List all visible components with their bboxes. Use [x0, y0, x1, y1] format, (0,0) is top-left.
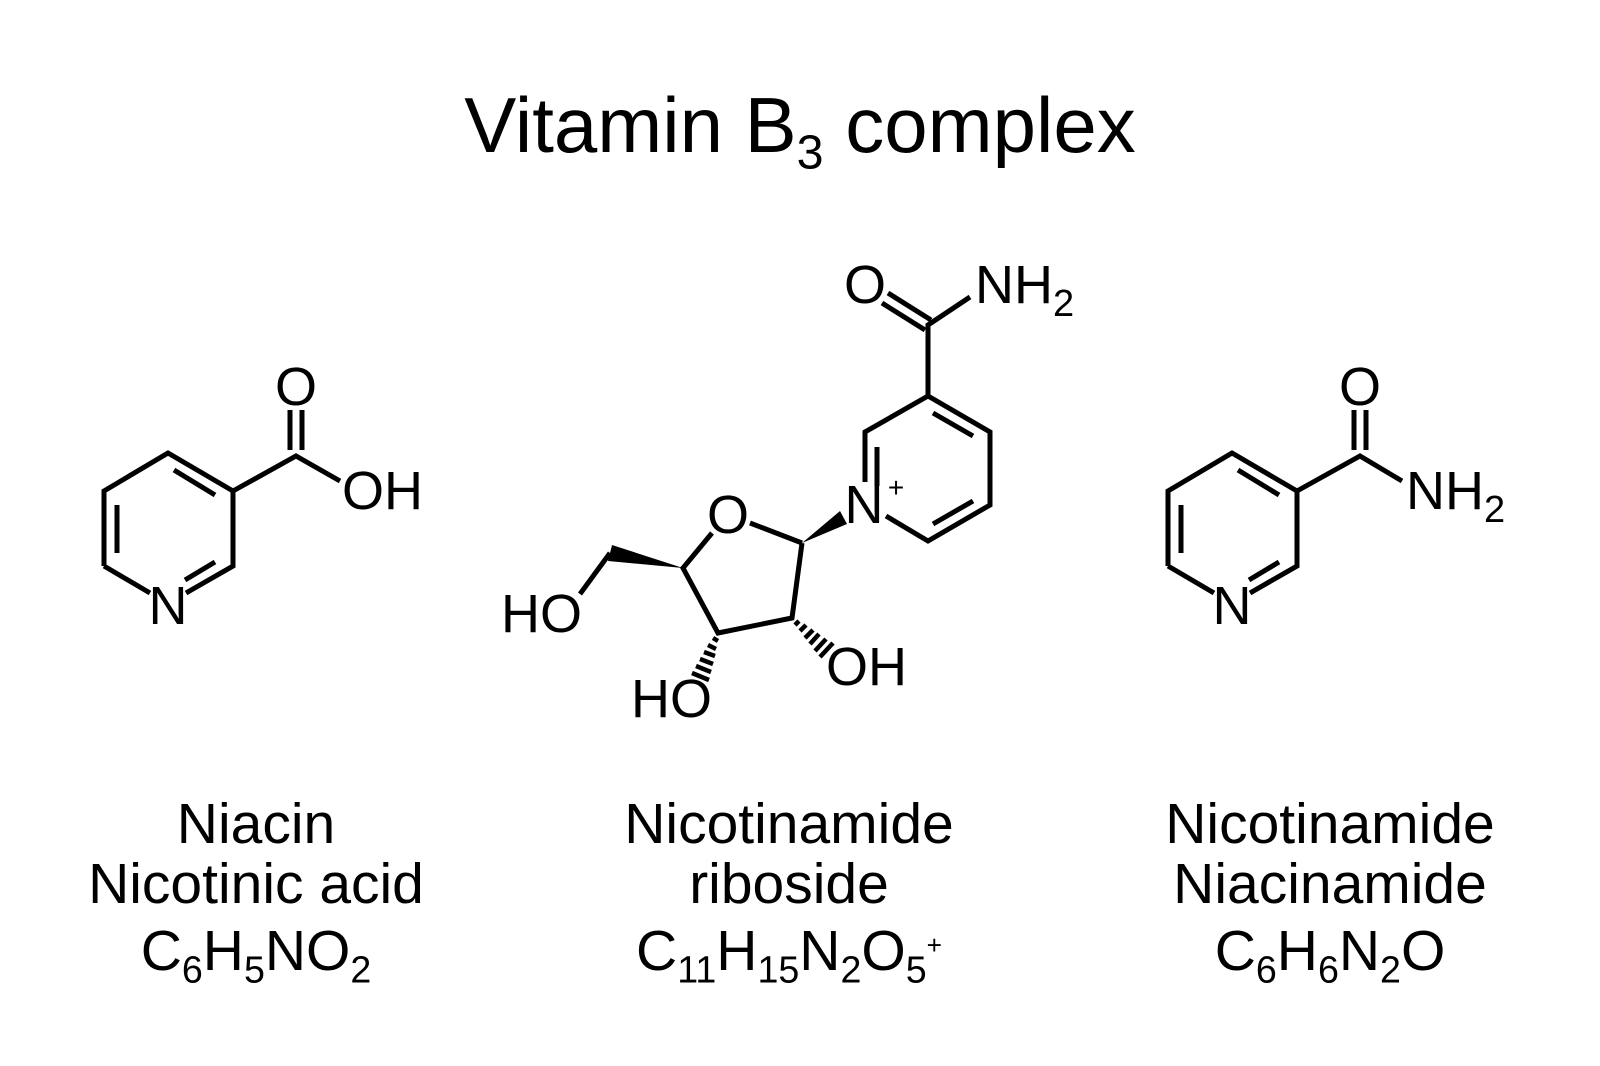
nicotinamide-name-line-2: Niacinamide [1173, 852, 1487, 916]
page-title: Vitamin B3 complex [464, 81, 1136, 180]
hash-mark [695, 663, 712, 675]
nr-ring-n-label: N [845, 475, 884, 535]
molecule-nicotinamide-atom-labels: N O NH2 [1213, 357, 1506, 636]
hash-mark [699, 656, 714, 667]
nr-c2-oh-hash-wedge [793, 619, 835, 659]
nr-c1-n-bold-wedge [802, 511, 847, 543]
hash-mark [798, 623, 808, 633]
nicotinamide-amide-nh2-label: NH2 [1406, 461, 1505, 531]
niacin-name-line-2: Nicotinic acid [88, 852, 424, 916]
molecule-niacin-atom-labels: N O OH [149, 357, 424, 636]
hash-mark [703, 649, 716, 659]
nr-carbonyl-o-label: O [844, 255, 886, 315]
hash-mark [803, 628, 815, 640]
hash-mark [808, 632, 821, 646]
nicotinamide-ring-n-label: N [1213, 576, 1252, 636]
hash-mark [793, 619, 801, 627]
nicotinamide-riboside-name-line-1: Nicotinamide [624, 792, 954, 856]
hash-mark [813, 637, 828, 653]
niacin-ring-double-bond-lines [114, 467, 217, 583]
nr-ribose-ring-bonds [680, 520, 805, 636]
hash-mark [691, 670, 710, 683]
nr-wedge-bonds [608, 511, 847, 568]
nr-ring-double-bond-lines [874, 410, 975, 527]
niacin-ring-n-label: N [149, 576, 188, 636]
niacin-caption: Niacin Nicotinic acid C6H5NO2 [26, 792, 486, 991]
nr-amide-nh2-label: NH2 [975, 255, 1074, 325]
molecule-nicotinamide-structure [1165, 410, 1404, 596]
hash-mark [711, 636, 720, 643]
nicotinamide-formula: C6H6N2O [1214, 919, 1446, 991]
niacin-carboxyl-bonds [231, 410, 342, 494]
nicotinamide-pyridine-ring-bonds [1165, 450, 1300, 596]
nr-amide-bonds [880, 290, 972, 396]
nr-pyridinium-ring-bonds [862, 393, 993, 544]
nr-c2-oh-label: OH [826, 637, 907, 697]
nicotinamide-riboside-caption: Nicotinamide riboside C11H15N2O5+ [559, 792, 1019, 991]
nr-c4-c5-bold-wedge [608, 545, 683, 568]
nicotinamide-ring-double-bond-lines [1178, 467, 1281, 583]
niacin-pyridine-ring-bonds [101, 450, 236, 596]
nr-c5-ho-label: HO [501, 584, 582, 644]
nr-ribose-ring-o-label: O [707, 485, 749, 545]
nr-c3-ho-hash-wedge [691, 636, 720, 683]
niacin-carbonyl-o-label: O [275, 357, 317, 417]
niacin-formula: C6H5NO2 [140, 919, 372, 991]
nicotinamide-amide-bonds [1295, 410, 1404, 494]
nicotinamide-caption: Nicotinamide Niacinamide C6H6N2O [1100, 792, 1560, 991]
nicotinamide-riboside-name-line-2: riboside [689, 852, 889, 916]
molecule-nicotinamide-riboside-structure [577, 290, 993, 636]
hash-mark [706, 642, 718, 652]
nr-c5-hydroxymethyl-bond [577, 551, 613, 596]
niacin-name-line-1: Niacin [176, 792, 336, 856]
hash-mark [818, 641, 835, 659]
molecule-niacin-structure [101, 410, 342, 596]
molecule-nicotinamide-riboside-atom-labels: N + O NH2 O HO HO OH [501, 255, 1074, 729]
niacin-hydroxyl-oh-label: OH [342, 461, 423, 521]
nicotinamide-name-line-1: Nicotinamide [1165, 792, 1495, 856]
nr-ring-plus-charge-label: + [888, 472, 904, 503]
nicotinamide-riboside-formula: C11H15N2O5+ [636, 919, 942, 991]
nicotinamide-carbonyl-o-label: O [1339, 357, 1381, 417]
nr-c3-ho-label: HO [631, 669, 712, 729]
